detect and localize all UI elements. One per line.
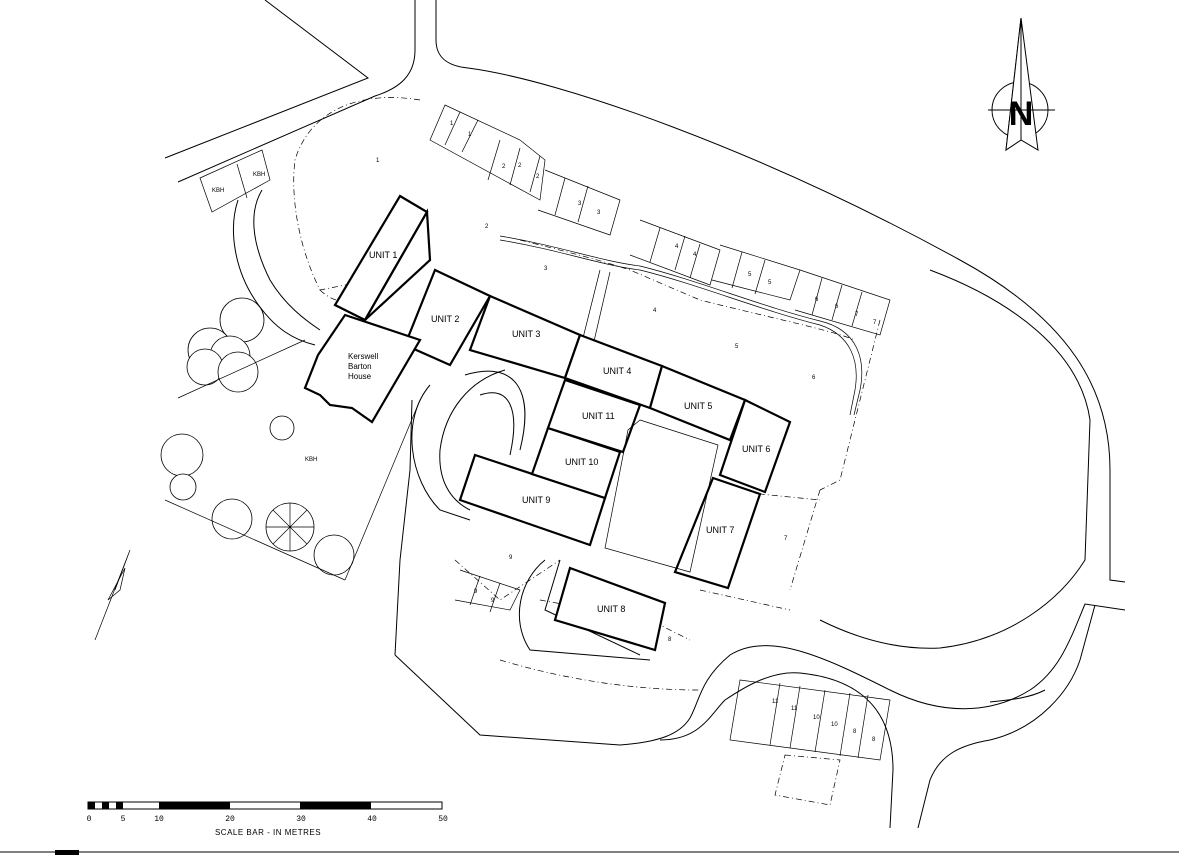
plot-label: 3 bbox=[597, 210, 601, 216]
plot-label: 7 bbox=[784, 536, 788, 542]
parking-bays bbox=[199, 104, 891, 761]
plot-label: 7 bbox=[855, 312, 859, 318]
scale-tick-label: 0 bbox=[87, 815, 92, 824]
unit-label: UNIT 1 bbox=[369, 250, 397, 260]
plot-label: 6 bbox=[835, 304, 839, 310]
plot-label: 4 bbox=[693, 252, 697, 258]
unit-label: UNIT 11 bbox=[582, 411, 615, 421]
plot-label: 6 bbox=[815, 297, 819, 303]
plot-label: 7 bbox=[873, 320, 877, 326]
plot-label: 2 bbox=[518, 163, 522, 169]
scale-tick-label: 50 bbox=[438, 815, 448, 824]
unit-5-building[interactable] bbox=[648, 364, 747, 442]
unit-11-building[interactable] bbox=[546, 378, 642, 454]
unit-7-building[interactable] bbox=[673, 476, 762, 590]
plot-label: 8 bbox=[872, 737, 876, 743]
plot-label: 5 bbox=[748, 272, 752, 278]
site-boundary bbox=[293, 97, 881, 806]
scale-caption: SCALE BAR - IN METRES bbox=[215, 828, 321, 837]
plot-label: 9 bbox=[474, 589, 478, 595]
north-arrow: N bbox=[988, 17, 1055, 152]
house-name-line-2: Barton bbox=[348, 362, 372, 371]
plot-label: 8 bbox=[668, 637, 672, 643]
unit-labels: UNIT 1 UNIT 2 UNIT 3 UNIT 4 UNIT 5 UNIT … bbox=[369, 250, 770, 614]
plot-labels: 1 1 1 2 2 2 2 3 3 3 4 4 4 5 5 5 6 6 6 7 … bbox=[212, 121, 877, 743]
plot-label: 2 bbox=[485, 224, 489, 230]
scale-tick-label: 10 bbox=[154, 815, 164, 824]
plot-label: 10 bbox=[813, 715, 820, 721]
unit-label: UNIT 3 bbox=[512, 329, 540, 339]
plot-label: KBH bbox=[212, 188, 224, 194]
unit-label: UNIT 10 bbox=[565, 457, 598, 467]
roads bbox=[164, 0, 1126, 829]
units bbox=[303, 194, 792, 652]
plot-label: 4 bbox=[653, 308, 657, 314]
plot-label: 1 bbox=[376, 158, 380, 164]
north-letter: N bbox=[1009, 95, 1034, 133]
scale-tick-label: 30 bbox=[296, 815, 306, 824]
plot-label: 9 bbox=[509, 555, 513, 561]
unit-6-building[interactable] bbox=[718, 398, 792, 494]
plot-label: 5 bbox=[768, 280, 772, 286]
scale-bar: 0 5 10 20 30 40 50 SCALE BAR - IN METRES bbox=[87, 801, 448, 837]
house-name-line-3: House bbox=[348, 372, 372, 381]
unit-label: UNIT 8 bbox=[597, 604, 625, 614]
house-label: Kerswell Barton House KBH bbox=[305, 352, 378, 463]
plot-label: 11 bbox=[791, 706, 798, 712]
plot-label: 3 bbox=[578, 201, 582, 207]
unit-label: UNIT 9 bbox=[522, 495, 550, 505]
house-code-label: KBH bbox=[305, 457, 317, 463]
kerswell-barton-house[interactable] bbox=[303, 313, 422, 424]
plot-label: 1 bbox=[468, 132, 472, 138]
plot-label: 9 bbox=[491, 598, 495, 604]
plot-label: 5 bbox=[735, 344, 739, 350]
plot-label: 8 bbox=[853, 729, 857, 735]
plot-label: 6 bbox=[812, 375, 816, 381]
scale-tick-label: 40 bbox=[367, 815, 377, 824]
unit-1-annex bbox=[364, 208, 432, 321]
plot-label: 3 bbox=[544, 266, 548, 272]
scale-tick-label: 20 bbox=[225, 815, 235, 824]
trees bbox=[160, 297, 355, 576]
plot-label: 2 bbox=[536, 174, 540, 180]
plot-label: 10 bbox=[831, 722, 838, 728]
plot-label: 2 bbox=[502, 164, 506, 170]
unit-2-building[interactable] bbox=[403, 268, 492, 367]
unit-label: UNIT 2 bbox=[431, 314, 459, 324]
house-name-line-1: Kerswell bbox=[348, 352, 378, 361]
unit-label: UNIT 6 bbox=[742, 444, 770, 454]
scale-tick-label: 5 bbox=[121, 815, 126, 824]
plot-label: 1 bbox=[450, 121, 454, 127]
unit-8-building[interactable] bbox=[553, 566, 667, 652]
plot-label: 4 bbox=[675, 244, 679, 250]
unit-label: UNIT 7 bbox=[706, 525, 734, 535]
unit-label: UNIT 4 bbox=[603, 366, 631, 376]
courtyard bbox=[604, 419, 719, 573]
plot-label: KBH bbox=[253, 172, 265, 178]
plot-label: 11 bbox=[772, 699, 779, 705]
bottom-left-mark bbox=[55, 850, 79, 855]
ground-lines bbox=[94, 339, 421, 641]
unit-label: UNIT 5 bbox=[684, 401, 712, 411]
